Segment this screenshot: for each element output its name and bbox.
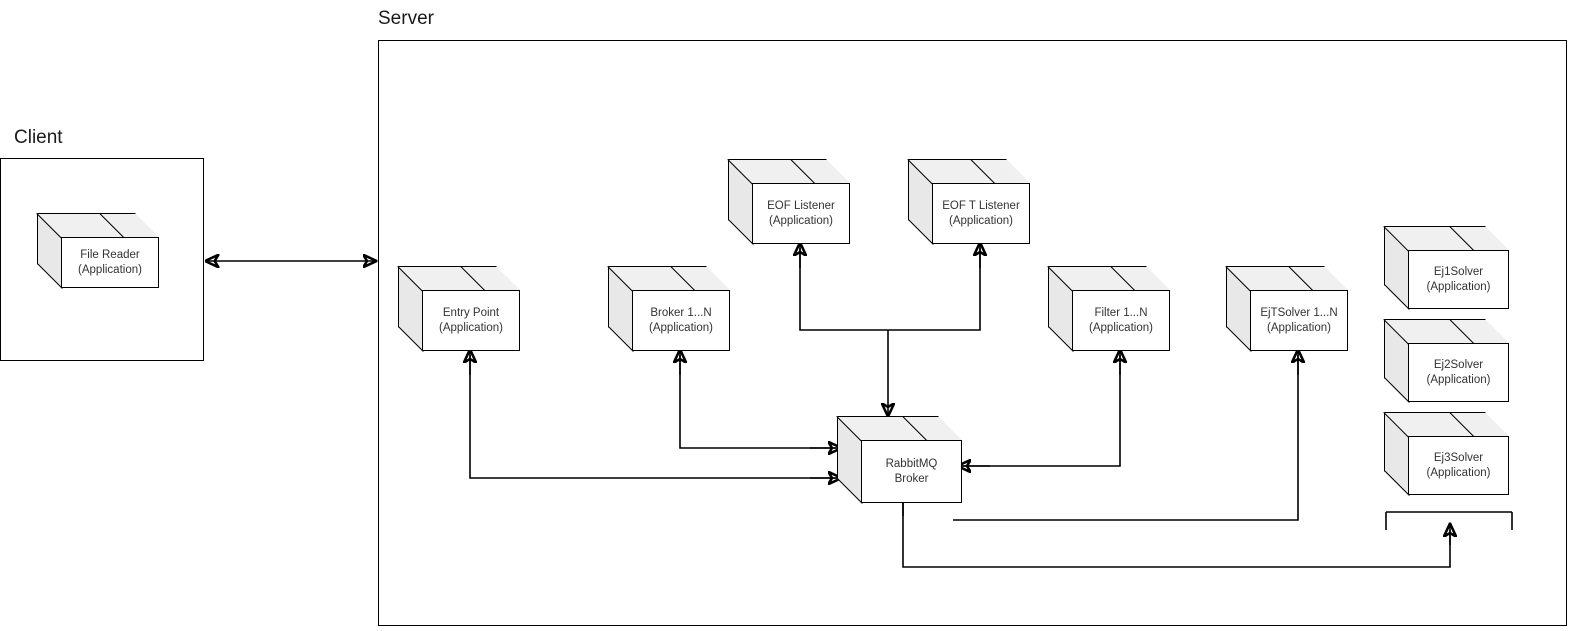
node-eof-listener[interactable]: EOF Listener (Application) — [727, 159, 850, 245]
node-subtitle: (Application) — [1089, 321, 1153, 334]
node-rabbitmq-broker[interactable]: RabbitMQ Broker — [836, 416, 962, 504]
client-zone-label: Client — [14, 127, 63, 148]
node-filter-n[interactable]: Filter 1...N (Application) — [1047, 266, 1170, 352]
node-subtitle: (Application) — [649, 321, 713, 334]
node-subtitle: (Application) — [439, 321, 503, 334]
cube-front-face: EjTSolver 1...N (Application) — [1250, 290, 1348, 351]
node-file-reader[interactable]: File Reader (Application) — [36, 213, 159, 289]
cube-front-face: Ej3Solver (Application) — [1408, 436, 1509, 495]
node-subtitle: (Application) — [1426, 466, 1491, 479]
cube-front-face: RabbitMQ Broker — [861, 440, 962, 503]
node-title: File Reader — [80, 248, 140, 261]
node-title: EOF T Listener — [942, 199, 1020, 212]
node-title: Filter 1...N — [1094, 306, 1148, 319]
node-ej2solver[interactable]: Ej2Solver (Application) — [1383, 319, 1509, 403]
cube-front-face: Filter 1...N (Application) — [1072, 290, 1170, 351]
node-title: Entry Point — [442, 306, 500, 319]
cube-front-face: Ej2Solver (Application) — [1408, 343, 1509, 402]
node-title: Ej3Solver — [1433, 451, 1484, 464]
node-subtitle: Broker — [894, 472, 929, 485]
node-ej3solver[interactable]: Ej3Solver (Application) — [1383, 412, 1509, 496]
cube-front-face: Broker 1...N (Application) — [632, 290, 730, 351]
node-subtitle: (Application) — [949, 214, 1013, 227]
node-subtitle: (Application) — [1426, 280, 1491, 293]
cube-front-face: EOF Listener (Application) — [752, 183, 850, 244]
node-subtitle: (Application) — [1267, 321, 1331, 334]
client-zone-box — [0, 158, 204, 361]
node-entry-point[interactable]: Entry Point (Application) — [397, 266, 520, 352]
node-subtitle: (Application) — [78, 263, 142, 276]
node-subtitle: (Application) — [769, 214, 833, 227]
cube-front-face: EOF T Listener (Application) — [932, 183, 1030, 244]
cube-front-face: Entry Point (Application) — [422, 290, 520, 351]
cube-front-face: Ej1Solver (Application) — [1408, 250, 1509, 309]
node-title: Broker 1...N — [650, 306, 712, 319]
node-subtitle: (Application) — [1426, 373, 1491, 386]
cube-front-face: File Reader (Application) — [61, 237, 159, 288]
node-title: Ej2Solver — [1433, 358, 1484, 371]
node-title: EOF Listener — [767, 199, 835, 212]
node-broker-n[interactable]: Broker 1...N (Application) — [607, 266, 730, 352]
node-title: EjTSolver 1...N — [1260, 306, 1338, 319]
node-eof-t-listener[interactable]: EOF T Listener (Application) — [907, 159, 1030, 245]
server-zone-label: Server — [378, 8, 434, 29]
server-zone-box — [378, 40, 1567, 626]
node-title: RabbitMQ — [885, 457, 938, 470]
node-ej1solver[interactable]: Ej1Solver (Application) — [1383, 226, 1509, 310]
node-title: Ej1Solver — [1433, 265, 1484, 278]
node-ejtsolver-n[interactable]: EjTSolver 1...N (Application) — [1225, 266, 1348, 352]
